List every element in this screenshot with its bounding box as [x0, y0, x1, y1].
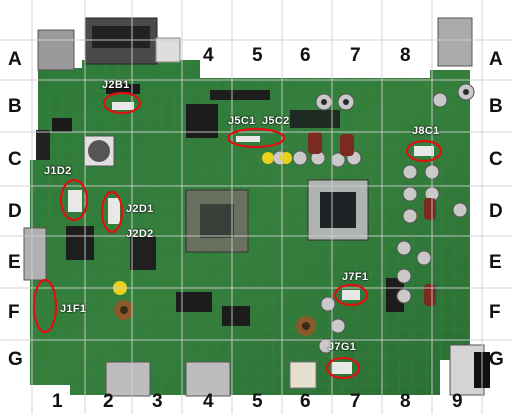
ref-label-j5c1: J5C1: [228, 115, 256, 127]
ethernet-port: [437, 17, 473, 67]
col-label-bottom-3: 3: [152, 391, 163, 412]
row-label-right-c: C: [489, 149, 503, 170]
col-label-top-6: 6: [300, 45, 311, 66]
power-connector-top: [155, 37, 181, 63]
col-label-bottom-1: 1: [52, 391, 63, 412]
row-label-right-b: B: [489, 96, 503, 117]
marker-j8c1: [405, 139, 443, 163]
marker-j7f1: [333, 283, 369, 307]
ref-label-j2d1: J2D1: [126, 203, 154, 215]
col-label-bottom-4: 4: [203, 391, 214, 412]
ref-label-j2b1: J2B1: [102, 79, 130, 91]
row-label-left-a: A: [8, 49, 22, 70]
marker-j1f1: [32, 278, 58, 334]
chip-top-middle: [186, 104, 218, 138]
row-label-right-e: E: [489, 252, 502, 273]
marker-j1d2: [59, 178, 89, 222]
ref-label-j7f1: J7F1: [342, 271, 369, 283]
col-label-bottom-7: 7: [350, 391, 361, 412]
col-label-bottom-6: 6: [300, 391, 311, 412]
col-label-top-5: 5: [252, 45, 263, 66]
ref-label-j1d2: J1D2: [44, 165, 72, 177]
col-label-bottom-5: 5: [252, 391, 263, 412]
marker-j2d1: [100, 190, 124, 234]
capacitors: [272, 83, 475, 354]
bottom-connector-white: [289, 361, 317, 389]
inductors: [114, 132, 436, 336]
col-label-bottom-8: 8: [400, 391, 411, 412]
row-label-right-a: A: [489, 49, 503, 70]
col-label-top-4: 4: [203, 45, 214, 66]
row-label-left-e: E: [8, 252, 21, 273]
ref-label-j8c1: J8C1: [412, 125, 440, 137]
row-label-right-f: F: [489, 302, 501, 323]
row-label-left-g: G: [8, 349, 23, 370]
ref-label-j7g1: J7G1: [328, 341, 357, 353]
row-label-right-g: G: [489, 349, 504, 370]
ref-label-j5c2: J5C2: [262, 115, 290, 127]
row-label-left-b: B: [8, 96, 22, 117]
row-label-left-d: D: [8, 201, 22, 222]
row-label-left-c: C: [8, 149, 22, 170]
marker-j2b1: [102, 91, 142, 115]
usb-connector-top: [37, 29, 75, 71]
red-markers: [32, 91, 443, 380]
marker-j7g1: [325, 356, 361, 380]
chip-left-middle: [66, 226, 94, 260]
usb-connector-bottom-2: [185, 361, 231, 397]
ref-label-j1f1: J1F1: [60, 303, 87, 315]
col-label-bottom-2: 2: [103, 391, 114, 412]
cpu-chip: [307, 179, 369, 241]
left-connector: [23, 227, 47, 281]
marker-j5c1-j5c2: [226, 127, 286, 149]
col-label-top-8: 8: [400, 45, 411, 66]
ref-label-j2d2: J2D2: [126, 228, 154, 240]
row-label-right-d: D: [489, 201, 503, 222]
row-label-left-f: F: [8, 302, 20, 323]
col-label-bottom-9: 9: [452, 391, 463, 412]
usb-connector-bottom-1: [105, 361, 151, 397]
col-label-top-7: 7: [350, 45, 361, 66]
